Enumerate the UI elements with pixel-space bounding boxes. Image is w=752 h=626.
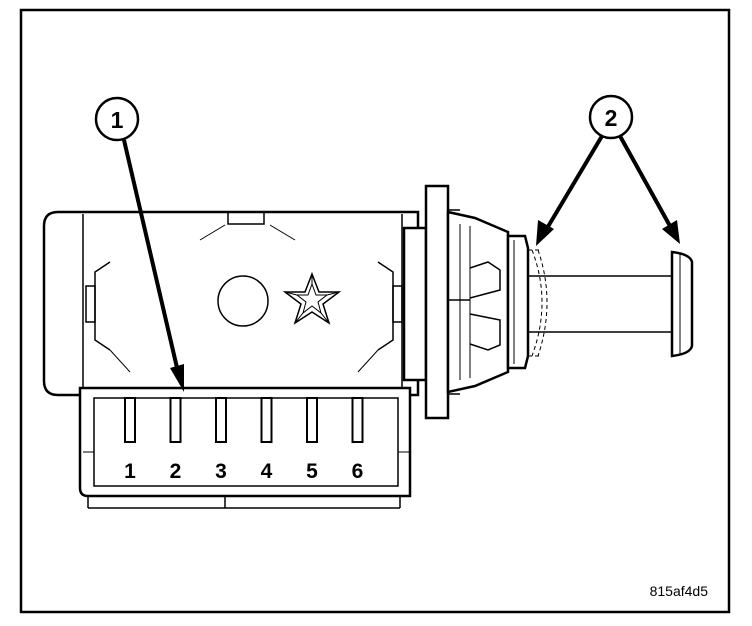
callout-2-label: 2 (605, 105, 618, 131)
pin-label-1: 1 (124, 460, 136, 483)
connector-pin-2 (169, 397, 182, 443)
pin-label-6: 6 (352, 460, 364, 483)
figure-code: 815af4d5 (650, 583, 709, 599)
connector-pin-4 (260, 397, 273, 443)
callout-1: 1 (94, 96, 184, 392)
plunger-guide (506, 234, 530, 370)
connector-shroud (78, 386, 412, 509)
connector-pin-6 (351, 397, 364, 443)
connector-pin-1 (124, 397, 136, 443)
pin-label-3: 3 (215, 460, 227, 483)
switch-housing (42, 210, 420, 397)
connector-pin-5 (306, 397, 318, 443)
figure-border (19, 8, 731, 614)
mounting-flange (402, 184, 510, 420)
star-logo (282, 271, 342, 325)
plunger-extended (528, 250, 694, 358)
pin-label-4: 4 (261, 460, 273, 483)
pin-label-2: 2 (170, 460, 182, 483)
connector-pins: 1 2 3 4 5 6 (124, 397, 364, 483)
callout-1-label: 1 (111, 107, 124, 133)
round-mark (217, 275, 269, 327)
plunger-retracted-outline (528, 249, 548, 357)
pin-label-5: 5 (306, 460, 318, 483)
connector-pin-3 (215, 397, 227, 443)
callout-2: 2 (536, 94, 680, 246)
